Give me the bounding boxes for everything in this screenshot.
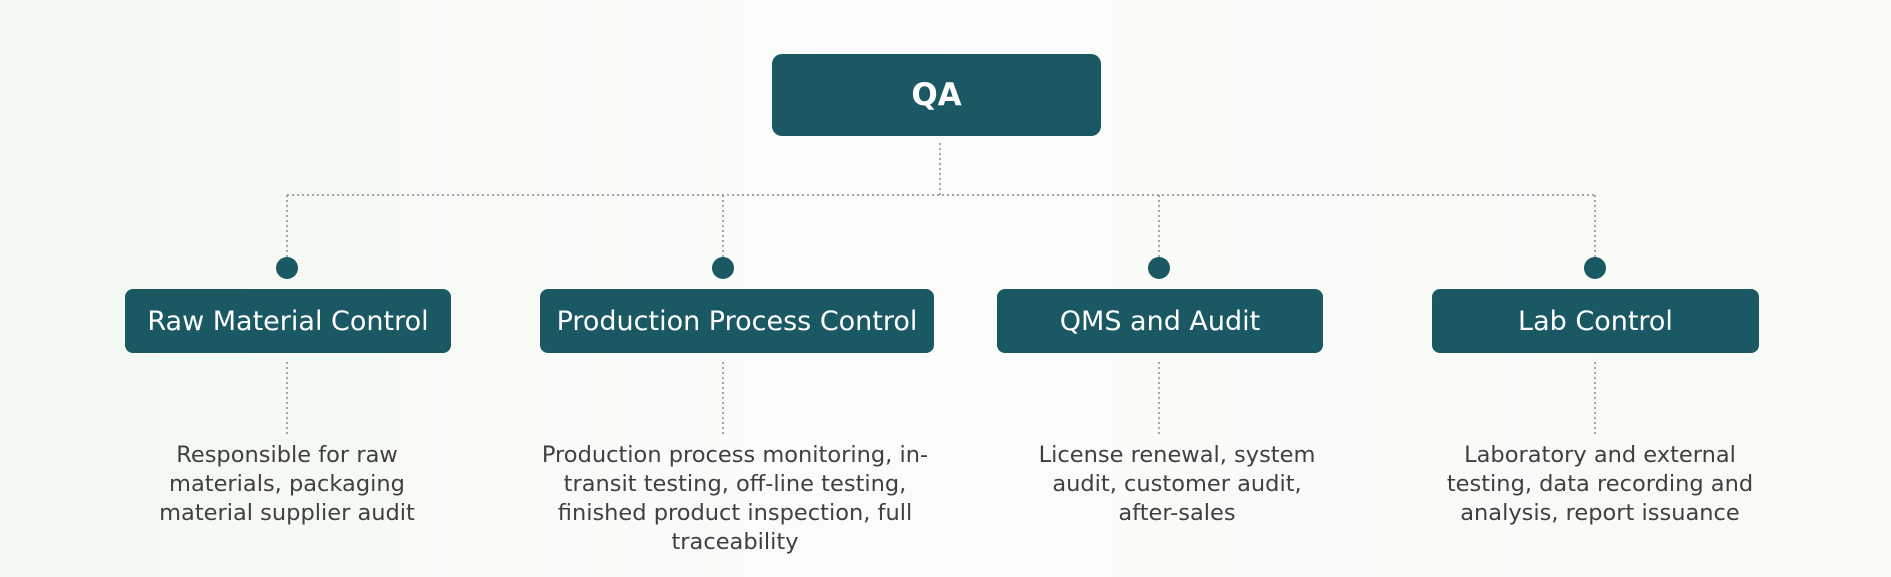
branch-dot-qms-audit [1148, 257, 1170, 279]
branch-node-label: Production Process Control [556, 305, 918, 337]
root-node-qa: QA [772, 54, 1101, 136]
branch-dot-production-process [712, 257, 734, 279]
branch-description-lab-control: Laboratory and external testing, data re… [1446, 442, 1754, 526]
branch-description-production-process: Production process monitoring, in-transi… [541, 442, 929, 555]
branch-dot-raw-material [276, 257, 298, 279]
root-node-label: QA [911, 77, 962, 113]
branch-node-label: Raw Material Control [147, 305, 429, 337]
branch-node-label: QMS and Audit [1059, 305, 1261, 337]
branch-node-qms-and-audit: QMS and Audit [997, 289, 1323, 353]
branch-description-raw-material: Responsible for raw materials, packaging… [159, 442, 415, 526]
branch-node-raw-material-control: Raw Material Control [125, 289, 451, 353]
branch-node-label: Lab Control [1518, 305, 1673, 337]
branch-description-qms-audit: License renewal, system audit, customer … [1038, 442, 1316, 526]
branch-node-production-process-control: Production Process Control [540, 289, 934, 353]
branch-dot-lab-control [1584, 257, 1606, 279]
branch-node-lab-control: Lab Control [1432, 289, 1759, 353]
